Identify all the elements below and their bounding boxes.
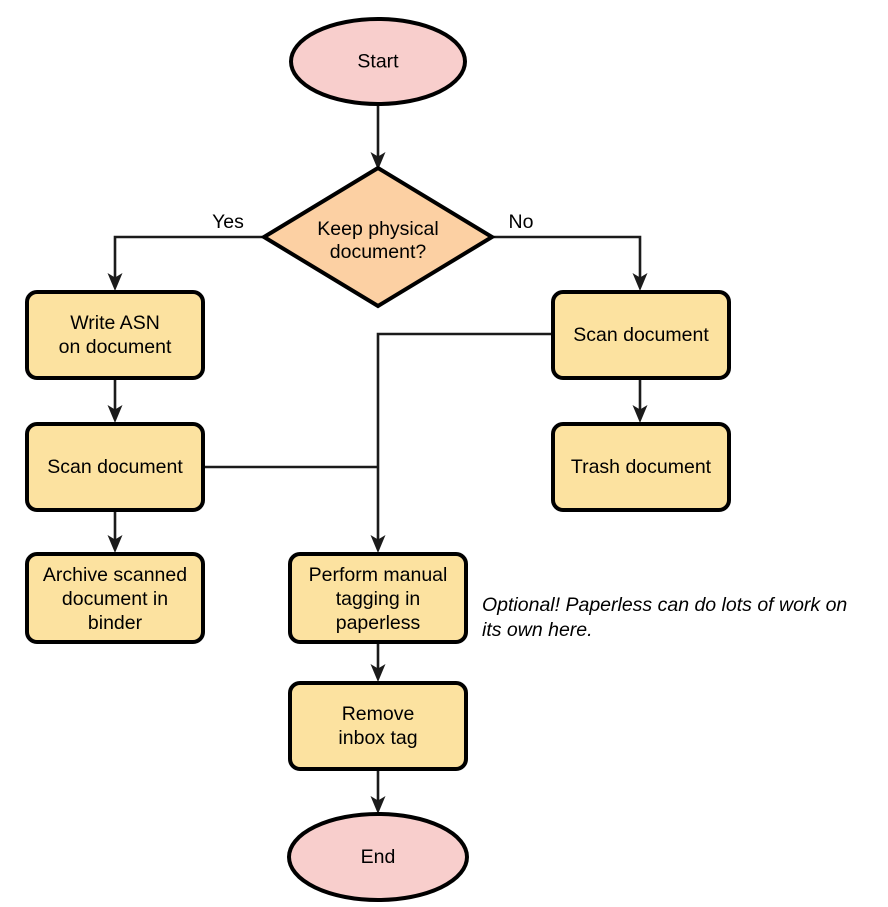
start-ellipse[interactable] <box>289 17 467 106</box>
node-remove-inbox-tag[interactable]: Remove inbox tag <box>288 681 468 771</box>
trash-document-box[interactable] <box>551 422 731 512</box>
arrowhead-tagging-removetag <box>370 664 386 682</box>
node-start[interactable]: Start <box>289 17 467 106</box>
start-label: Start <box>357 51 399 73</box>
decision-label-line1: Keep physical <box>317 218 438 240</box>
node-end[interactable]: End <box>287 812 469 902</box>
arrowhead-scanright-tagging <box>370 535 386 553</box>
end-label: End <box>361 846 396 868</box>
edge-scan-right-to-tagging <box>370 332 552 553</box>
edge-scan-left-to-archive <box>107 510 123 553</box>
edge-scan-right-to-trash <box>632 378 648 423</box>
edge-line-yes <box>113 235 263 279</box>
node-scan-document-right[interactable]: Scan document <box>551 290 731 380</box>
remove-inbox-tag-label-line1: Remove <box>342 703 415 725</box>
arrowhead-no <box>632 273 648 291</box>
node-scan-document-left[interactable]: Scan document <box>25 422 205 512</box>
scan-document-left-label: Scan document <box>47 456 183 478</box>
tagging-label-line2: tagging in <box>336 588 421 610</box>
edge-decision-yes-to-write-asn <box>107 235 263 291</box>
edge-line-scanright-tagging <box>376 332 552 541</box>
remove-inbox-tag-label-line2: inbox tag <box>338 727 417 749</box>
note-line2: its own here. <box>482 619 593 641</box>
node-decision-keep-physical-document[interactable]: Keep physical document? <box>260 165 496 309</box>
edge-remove-tag-to-end <box>370 770 386 814</box>
arrowhead-scanright-trash <box>632 405 648 423</box>
decision-diamond[interactable] <box>260 165 496 309</box>
tagging-label-line3: paperless <box>336 612 421 634</box>
arrowhead-scanleft-archive <box>107 535 123 553</box>
archive-label-line3: binder <box>88 612 143 634</box>
arrowhead-removetag-end <box>370 796 386 814</box>
edge-write-asn-to-scan-left <box>107 378 123 423</box>
trash-document-label: Trash document <box>571 456 712 478</box>
edge-decision-no-to-scan-right <box>492 235 648 291</box>
node-archive-scanned-document[interactable]: Archive scanned document in binder <box>25 552 205 644</box>
edge-label-no: No <box>509 211 534 233</box>
tagging-label-line1: Perform manual <box>309 564 448 586</box>
write-asn-label-line2: on document <box>59 336 172 358</box>
node-trash-document[interactable]: Trash document <box>551 422 731 512</box>
archive-label-line1: Archive scanned <box>43 564 187 586</box>
arrowhead-start-decision <box>370 152 386 170</box>
tagging-box[interactable] <box>288 552 468 644</box>
edge-label-yes: Yes <box>212 211 244 233</box>
write-asn-box[interactable] <box>25 290 205 380</box>
remove-inbox-tag-box[interactable] <box>288 681 468 771</box>
arrowhead-yes <box>107 273 123 291</box>
arrowhead-writeasn-scanleft <box>107 405 123 423</box>
edge-tagging-to-remove-tag <box>370 643 386 682</box>
archive-label-line2: document in <box>62 588 168 610</box>
node-perform-manual-tagging[interactable]: Perform manual tagging in paperless <box>288 552 468 644</box>
node-write-asn-on-document[interactable]: Write ASN on document <box>25 290 205 380</box>
decision-label-line2: document? <box>330 241 427 263</box>
end-ellipse[interactable] <box>287 812 469 902</box>
note-line1: Optional! Paperless can do lots of work … <box>482 594 847 616</box>
scan-document-left-box[interactable] <box>25 422 205 512</box>
edge-start-to-decision <box>370 104 386 170</box>
edge-line-no <box>492 235 642 279</box>
write-asn-label-line1: Write ASN <box>70 312 160 334</box>
scan-document-right-label: Scan document <box>573 324 709 346</box>
scan-document-right-box[interactable] <box>551 290 731 380</box>
archive-box[interactable] <box>25 552 205 644</box>
note-optional-paperless: Optional! Paperless can do lots of work … <box>482 594 847 641</box>
